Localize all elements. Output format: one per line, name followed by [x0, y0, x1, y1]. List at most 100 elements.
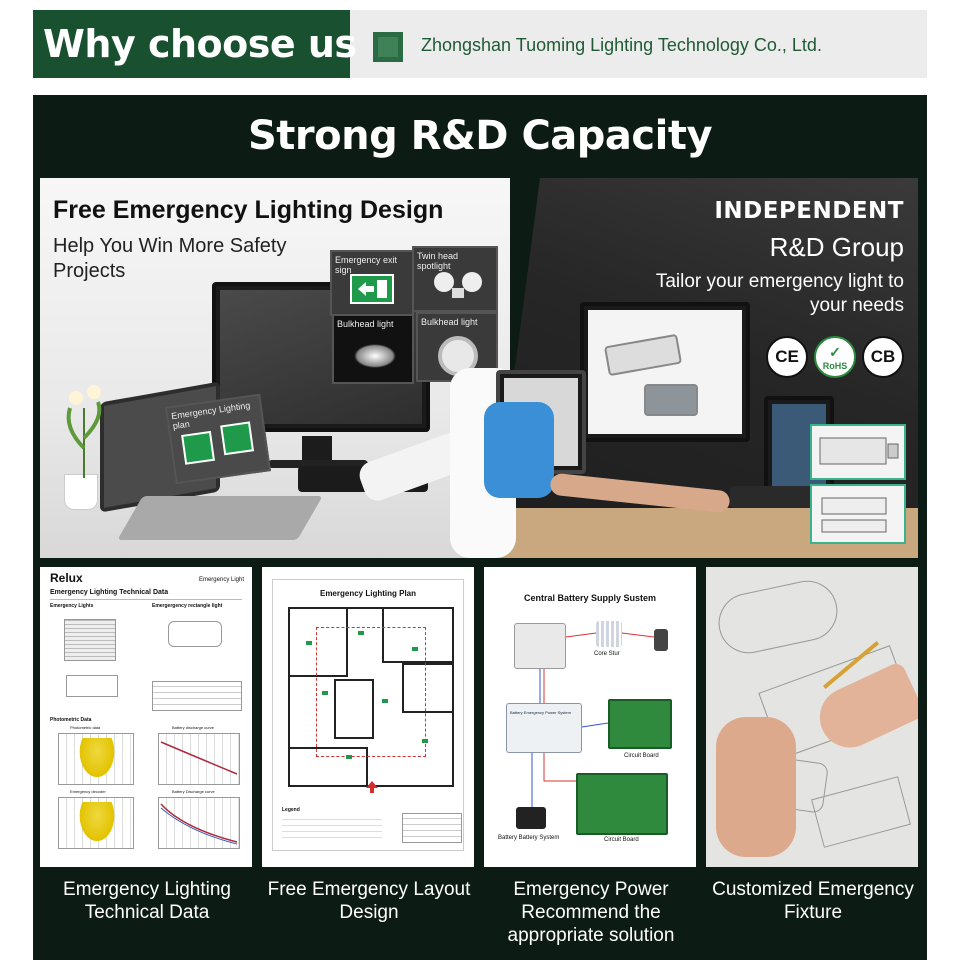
tile-exit-sign: Emergency exit sign [330, 250, 414, 316]
room [402, 663, 454, 713]
chart-c-label: Emergency decoder [70, 789, 106, 794]
chart-b-label: Battery discharge curve [172, 725, 215, 730]
doc-title: Emergency Lighting Technical Data [50, 589, 169, 596]
bulkhead-light-icon [354, 344, 396, 368]
battery-title: Central Battery Supply Sustem [523, 593, 657, 603]
photometric-cone [75, 738, 119, 784]
plant-icon [66, 385, 102, 478]
sketch-line [811, 776, 911, 848]
spec-drawing-1 [810, 424, 906, 480]
discharge-curve [160, 803, 238, 845]
core-module-icon [596, 621, 622, 647]
header-bar: Why choose us Zhongshan Tuoming Lighting… [33, 10, 927, 78]
monitor-stand [302, 436, 332, 462]
card-technical-data: Relux Emergency Light Emergency Lighting… [40, 567, 252, 867]
doc-sub-right: Emergergency rectangle light [152, 603, 223, 609]
design-monitor [580, 302, 750, 442]
exit-sign-icon [220, 421, 255, 456]
entrance-arrow-icon [366, 781, 378, 793]
tile-bulkhead-1: Bulkhead light [332, 314, 414, 384]
card-layout-design: Emergency Lighting Plan Legend [262, 567, 474, 867]
chart-d-label: Battery Discharge curve [172, 789, 215, 794]
rohs-label: RoHS [822, 360, 848, 371]
doc-section: Photometric Data [50, 717, 92, 723]
exit-marker [358, 631, 364, 635]
chart-a-label: Photometric data [70, 725, 101, 730]
discharge-curve [160, 741, 238, 775]
exit-marker [412, 647, 418, 651]
tile-emergency-plan: Emergency Lighting plan [165, 393, 271, 485]
plan-title: Emergency Lighting Plan [319, 589, 416, 598]
room [382, 607, 454, 663]
exit-marker [306, 641, 312, 645]
room [334, 679, 374, 739]
company-name: Zhongshan Tuoming Lighting Technology Co… [421, 35, 822, 55]
resting-hand [716, 717, 796, 857]
photometric-chart-1 [58, 733, 134, 785]
switch-icon [654, 629, 668, 651]
core-label: Core Stur [594, 651, 620, 657]
exit-marker [422, 739, 428, 743]
person-right-sleeve [484, 402, 554, 498]
hero-title: Free Emergency Lighting Design [53, 196, 444, 224]
certification-badges: CE ✓ RoHS CB [766, 336, 904, 378]
doc-brand: Relux [50, 571, 83, 585]
tailor-text: Tailor your emergency light to your need… [655, 271, 904, 316]
discharge-chart-1 [158, 733, 240, 785]
module-drawing-icon [821, 497, 887, 533]
card-emergency-power: Central Battery Supply Sustem Core Stur … [484, 567, 696, 867]
sketch-line [713, 575, 843, 659]
exit-marker [382, 699, 388, 703]
hero-subtitle: Help You Win More Safety Projects [53, 235, 287, 282]
card-label-customized-fixture: Customized Emergency Fixture [712, 879, 914, 923]
battery-icon [516, 807, 546, 829]
independent-label: INDEPENDENT [714, 198, 904, 224]
exit-sign-icon [350, 274, 394, 304]
hero-image: Emergency exit sign Twin head spotlight … [40, 178, 918, 558]
spec-table [152, 681, 242, 711]
rd-group-label: R&D Group [769, 232, 904, 262]
brand-square-icon [373, 32, 403, 62]
discharge-chart-2 [158, 797, 240, 849]
power-module-icon [644, 384, 698, 416]
legend-table [402, 813, 462, 843]
power-system-unit: Battery Emergency Power System [506, 703, 582, 753]
tile-label: Twin head spotlight [417, 251, 459, 271]
cb-badge-icon: CB [862, 336, 904, 378]
spec-drawing-2 [810, 484, 906, 544]
unit-title: Battery Emergency Power System [510, 710, 571, 715]
wiring-diagram [531, 632, 655, 807]
side-drawing [66, 675, 118, 697]
battery-label: Battery Battery System [498, 835, 560, 841]
tile-label: Emergency exit sign [335, 255, 398, 275]
board-label-2: Circuit Board [604, 837, 639, 843]
board-label-1: Circuit Board [624, 753, 659, 759]
plant-pot [64, 474, 98, 510]
room [288, 747, 368, 787]
exit-marker [346, 755, 352, 759]
rohs-badge-icon: ✓ RoHS [814, 336, 856, 378]
divider [50, 599, 242, 600]
exit-marker [322, 691, 328, 695]
panel-title: Strong R&D Capacity [247, 113, 713, 159]
tile-twin-spotlight: Twin head spotlight [412, 246, 498, 312]
monitor-base [268, 460, 368, 468]
rect-light-drawing [168, 621, 222, 647]
legend-items [282, 817, 382, 843]
tile-label: Bulkhead light [337, 319, 394, 329]
circuit-board-icon [608, 699, 672, 749]
exit-sign-icon [181, 430, 215, 465]
header-title: Why choose us [33, 10, 357, 78]
card-label-layout-design: Free Emergency Layout Design [267, 879, 471, 923]
photometric-cone [75, 802, 119, 848]
doc-corner: Emergency Light [198, 577, 244, 583]
twin-spotlight-icon [434, 272, 482, 298]
running-man-icon [358, 280, 387, 298]
room [288, 607, 348, 677]
driver-drawing-icon [819, 437, 899, 465]
tile-label: Bulkhead light [421, 317, 478, 327]
light-drawing [64, 619, 116, 661]
ce-badge-icon: CE [766, 336, 808, 378]
doc-sub-left: Emergency Lights [50, 603, 94, 609]
circuit-board-icon [576, 773, 668, 835]
